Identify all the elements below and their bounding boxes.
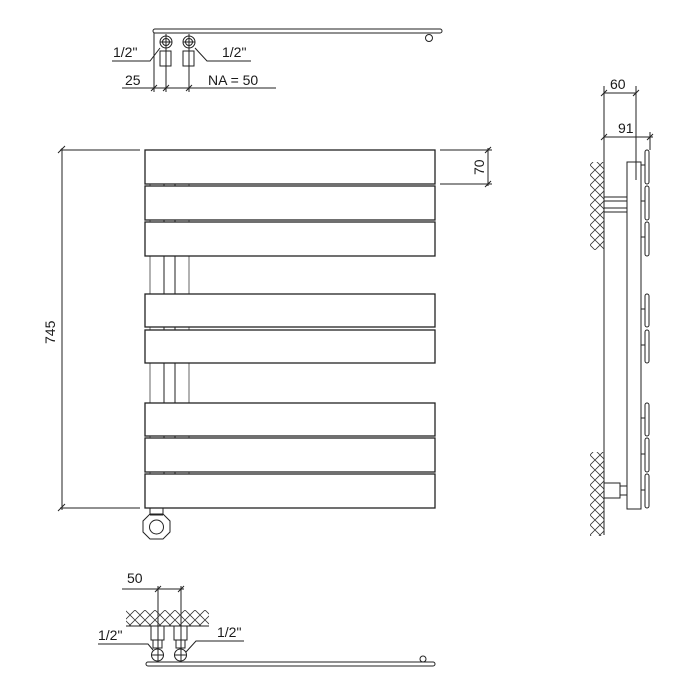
top-wall-offset-dimension: 25 <box>125 72 141 88</box>
top-right-connection-label: 1/2" <box>222 44 246 60</box>
side-bar-profiles <box>641 149 650 509</box>
bottom-valve-icon <box>142 508 171 540</box>
front-view: 745 70 <box>42 145 492 540</box>
bottom-center-distance-dimension: 50 <box>127 570 143 586</box>
bottom-right-connection-label: 1/2" <box>217 624 241 640</box>
radiator-bar-7 <box>144 437 436 473</box>
radiator-bar-3 <box>144 221 436 257</box>
bottom-view-end-knob <box>419 655 427 663</box>
wall-hatch-bottom <box>590 452 604 536</box>
wall-hatch-top <box>590 162 604 250</box>
radiator-bar-4 <box>144 293 436 328</box>
top-view: 1/2" 1/2" 25 NA = 50 <box>112 28 443 92</box>
bottom-view: 50 1/2" 1/2" <box>98 570 436 667</box>
height-dimension: 745 <box>42 320 58 344</box>
top-left-connection-label: 1/2" <box>113 44 137 60</box>
radiator-bar-2 <box>144 185 436 221</box>
bar-height-dimension: 70 <box>471 159 487 175</box>
bottom-left-connection-label: 1/2" <box>98 627 122 643</box>
bottom-right-valve-icon <box>173 625 188 662</box>
top-view-end-knob <box>425 34 433 42</box>
bottom-left-valve-icon <box>150 625 165 662</box>
radiator-bar-1 <box>144 149 436 185</box>
side-view: 60 91 <box>590 76 654 536</box>
top-center-distance-dimension: NA = 50 <box>208 72 258 88</box>
bottom-bracket <box>603 482 621 499</box>
radiator-bar-5 <box>144 329 436 364</box>
bottom-wall-hatch <box>126 610 209 626</box>
top-view-rail <box>152 28 443 34</box>
bottom-view-rail <box>145 661 436 667</box>
top-bracket <box>603 196 628 202</box>
top-right-valve-icon <box>182 34 196 92</box>
side-outer-depth-dimension: 91 <box>618 120 634 136</box>
radiator-bar-8 <box>144 473 436 509</box>
side-inner-depth-dimension: 60 <box>610 76 626 92</box>
side-collector <box>626 161 642 510</box>
radiator-bar-6 <box>144 402 436 437</box>
top-left-valve-icon <box>159 34 173 92</box>
